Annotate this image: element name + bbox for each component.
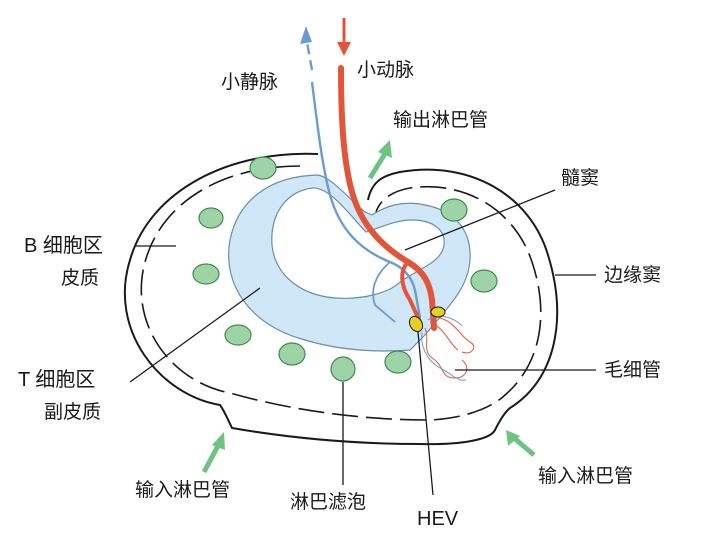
- follicle-label: 淋巴滤泡: [290, 491, 366, 513]
- follicle: [440, 198, 468, 222]
- capillary-network: [421, 315, 475, 381]
- efferent-lymph-label: 输出淋巴管: [393, 109, 488, 131]
- medullary-sinus-label: 髓窦: [561, 167, 599, 189]
- follicle: [330, 356, 356, 382]
- green-arrow-icon: [506, 430, 536, 457]
- artery-label: 小动脉: [357, 59, 414, 81]
- artery-branch: [400, 260, 422, 324]
- follicle: [224, 324, 252, 346]
- afferent-lymph-left-label: 输入淋巴管: [135, 479, 230, 501]
- artery-vessel: [338, 65, 437, 331]
- follicles: [192, 156, 498, 382]
- follicle: [198, 207, 224, 229]
- hev-label: HEV: [417, 508, 459, 530]
- follicle: [470, 269, 498, 293]
- capsule-outer: [123, 152, 559, 446]
- paracortex-label: 副皮质: [44, 401, 101, 423]
- green-arrow-icon: [367, 140, 392, 180]
- cortex-label: 皮质: [61, 267, 99, 289]
- green-arrow-icon: [201, 432, 225, 474]
- vein-arrow-icon: [300, 26, 312, 44]
- red-arrow-icon: [337, 42, 351, 56]
- vein-vessel-2: [372, 261, 396, 323]
- follicle: [384, 350, 412, 374]
- hev-oval: [408, 315, 424, 333]
- t-cell-zone-label: T 细胞区: [18, 368, 95, 391]
- capillary-label: 毛细管: [604, 359, 661, 381]
- vein-label: 小静脉: [221, 71, 278, 93]
- follicle: [192, 263, 220, 285]
- vein-flow-line: [305, 41, 314, 71]
- hev-oval: [430, 306, 446, 318]
- follicle: [278, 342, 306, 366]
- leader-lines: [129, 189, 596, 496]
- follicle: [249, 156, 277, 180]
- vein-vessel: [310, 81, 422, 319]
- afferent-lymph-right-label: 输入淋巴管: [538, 465, 633, 487]
- subcapsular-sinus-label: 边缘窦: [604, 264, 661, 286]
- b-cell-zone-label: B 细胞区: [24, 234, 103, 257]
